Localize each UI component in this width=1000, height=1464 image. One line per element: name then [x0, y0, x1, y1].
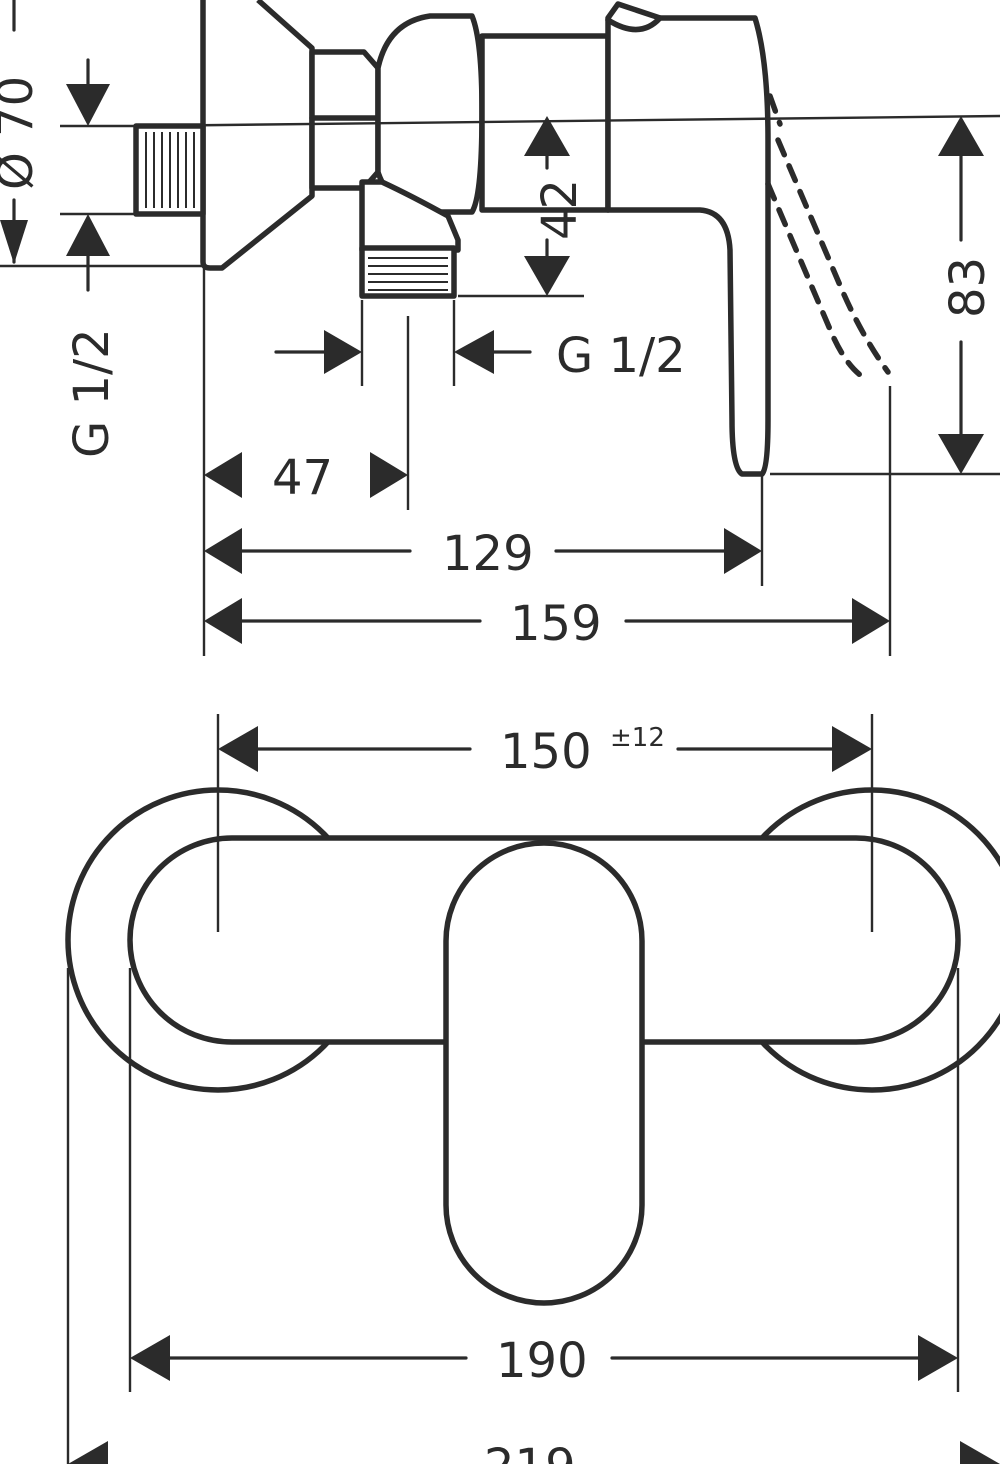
- dim-219-label: 219: [484, 1439, 576, 1464]
- inlet-thread-label: G 1/2: [64, 328, 120, 458]
- dim-150-tolerance: ±12: [610, 723, 665, 753]
- dim-190-label: 190: [496, 1333, 588, 1389]
- lever-front: [443, 840, 645, 1306]
- wall-rosette: [200, 0, 315, 271]
- dim-150-label: 150: [500, 724, 592, 780]
- outlet-thread: [359, 245, 457, 299]
- dim-42-label: 42: [532, 179, 588, 240]
- inlet-thread-lines: [145, 132, 195, 208]
- front-view: 150 ±12 190 219: [65, 714, 1000, 1464]
- diameter-70-label: Ø 70: [0, 76, 44, 190]
- connection-body: [375, 13, 485, 215]
- dim-159-label: 159: [510, 596, 602, 652]
- outlet-elbow: [359, 179, 461, 253]
- lever: [605, 1, 771, 477]
- outlet-thread-label: G 1/2: [556, 328, 686, 384]
- dim-129-label: 129: [442, 526, 534, 582]
- lever-alt-position: [767, 93, 783, 127]
- dim-83-label: 83: [940, 257, 996, 318]
- side-view: Ø 70 G 1/2 42 83 G 1/2 47 129: [0, 0, 1000, 656]
- center-line: [135, 114, 1000, 128]
- dim-47-label: 47: [272, 450, 333, 506]
- outlet-thread-lines: [368, 257, 448, 291]
